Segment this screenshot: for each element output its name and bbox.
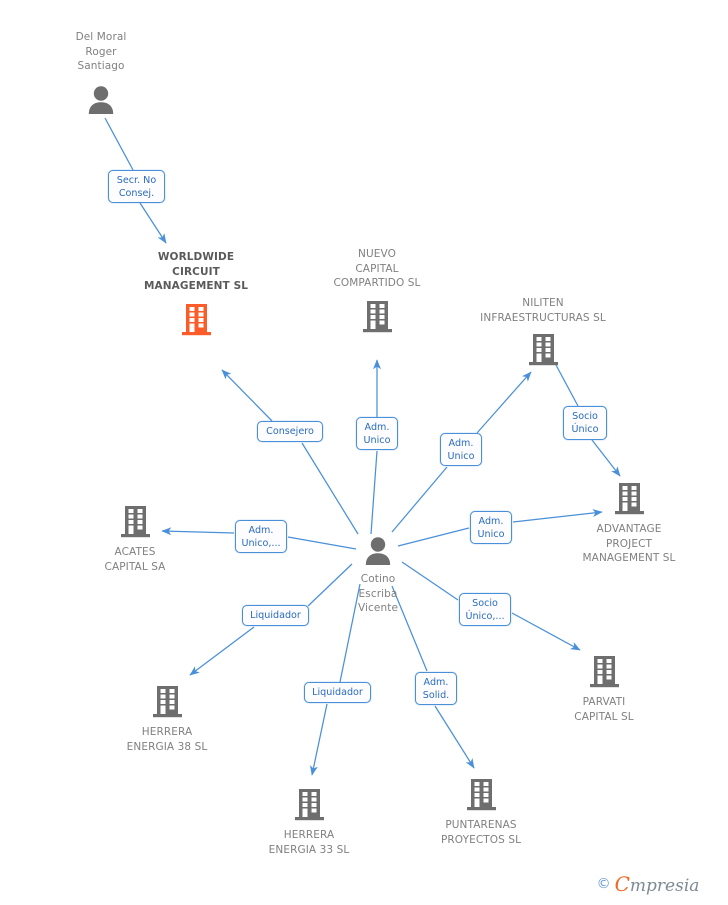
edge-line [221, 369, 273, 422]
edge-label-liquidador-herrera33[interactable]: Liquidador [304, 682, 371, 703]
edge-line [511, 612, 581, 651]
node-parvati[interactable] [534, 655, 674, 689]
node-label-herrera33: HERRERA ENERGIA 33 SL [268, 829, 350, 856]
edge-label-consejero[interactable]: Consejero [257, 421, 323, 442]
person-icon [88, 86, 114, 114]
edge-line [287, 536, 357, 550]
node-del-moral[interactable] [31, 85, 171, 114]
edge-label-adm-unico-niliten[interactable]: Adm. Unico [440, 433, 482, 466]
edge-label-adm-unico-acates[interactable]: Adm. Unico,... [235, 520, 287, 553]
edge-label-socio-unico-parvati[interactable]: Socio Único,... [459, 593, 511, 626]
edge-label-socio-unico-niliten[interactable]: Socio Único [563, 406, 607, 440]
node-label-acates: ACATES CAPITAL SA [104, 546, 166, 573]
building-icon [294, 789, 324, 821]
edge-line [307, 563, 353, 607]
node-worldwide[interactable] [126, 303, 266, 337]
edge-label-adm-unico-advantage[interactable]: Adm. Unico [470, 511, 512, 544]
edge-line [139, 202, 167, 244]
node-label-puntarenas: PUNTARENAS PROYECTOS SL [440, 819, 522, 846]
node-label-parvati: PARVATI CAPITAL SL [574, 696, 634, 723]
brand-initial: C [614, 872, 630, 896]
edge-label-adm-solid-puntarenas[interactable]: Adm. Solid. [415, 672, 457, 705]
node-acates[interactable] [65, 505, 205, 539]
edge-line [391, 466, 448, 533]
node-label-worldwide: WORLDWIDE CIRCUIT MANAGEMENT SL [143, 251, 249, 292]
edge-line [591, 439, 621, 477]
node-label-advantage: ADVANTAGE PROJECT MANAGEMENT SL [582, 523, 676, 564]
building-icon [181, 304, 211, 336]
edge-line [512, 509, 603, 523]
building-icon [362, 301, 392, 333]
edge-line [301, 442, 359, 535]
node-herrera33[interactable] [239, 788, 379, 822]
edge-line [339, 583, 361, 683]
edge-label-adm-unico-nuevo[interactable]: Adm. Unico [356, 417, 398, 450]
empresia-watermark: © Cmpresia [597, 872, 700, 896]
node-puntarenas[interactable] [411, 778, 551, 812]
edge-line [397, 527, 470, 547]
node-herrera38[interactable] [97, 685, 237, 719]
building-icon [152, 686, 182, 718]
node-niliten[interactable] [473, 333, 613, 367]
node-label-nuevo-capital: NUEVO CAPITAL COMPARTIDO SL [333, 248, 421, 289]
person-icon [365, 537, 391, 565]
building-icon [589, 656, 619, 688]
edge-line [434, 705, 475, 769]
node-cotino[interactable] [308, 536, 448, 565]
node-nuevo-capital[interactable] [307, 300, 447, 334]
edge-line [476, 371, 532, 434]
edge-line [401, 561, 459, 601]
edge-line [309, 703, 328, 776]
copyright-icon: © [596, 876, 611, 892]
node-label-niliten: NILITEN INFRAESTRUCTURAS SL [480, 297, 606, 324]
edge-line [161, 527, 235, 536]
building-icon [466, 779, 496, 811]
building-icon [614, 483, 644, 515]
edge-line [391, 585, 428, 672]
edge-line [189, 626, 255, 676]
edge-line [555, 364, 579, 407]
edge-line [370, 450, 378, 535]
edge-label-liquidador-herrera38[interactable]: Liquidador [242, 605, 309, 626]
building-icon [528, 334, 558, 366]
node-label-del-moral: Del Moral Roger Santiago [75, 31, 127, 72]
edge-line [104, 117, 134, 171]
brand-name: Cmpresia [615, 872, 700, 896]
building-icon [120, 506, 150, 538]
node-label-cotino: Cotino Escriba Vicente [357, 573, 399, 614]
edge-label-secr-no-consej[interactable]: Secr. No Consej. [108, 170, 165, 203]
brand-suffix: mpresia [629, 876, 700, 896]
node-label-herrera38: HERRERA ENERGIA 38 SL [126, 726, 208, 753]
node-advantage[interactable] [559, 482, 699, 516]
